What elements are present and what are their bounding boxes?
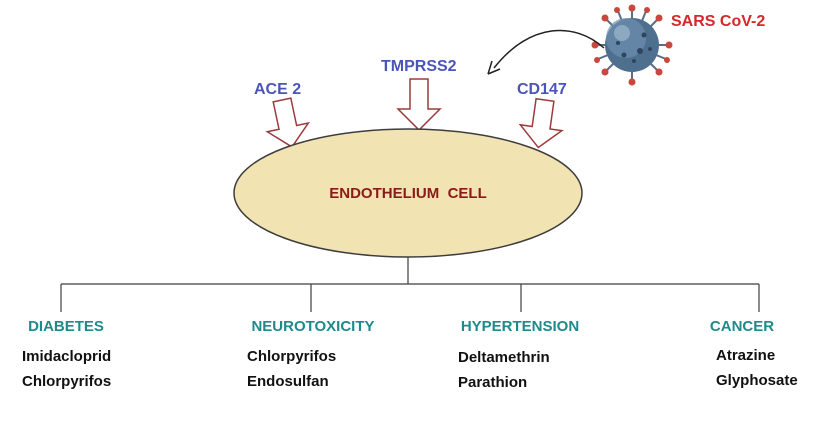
chemical-glyphosate: Glyphosate [716,372,798,389]
chemical-chlorpyrifos-neuro: Chlorpyrifos [247,348,336,365]
receptor-label-tmprss2: TMPRSS2 [381,58,457,75]
virus-entry-arrow [493,29,605,69]
chemical-endosulfan: Endosulfan [247,373,329,390]
receptor-label-cd147: CD147 [517,81,567,98]
chemical-parathion: Parathion [458,374,527,391]
chemical-atrazine: Atrazine [716,347,775,364]
cell-label: ENDOTHELIUM CELL [329,185,487,202]
receptor-label-ace2: ACE 2 [254,81,301,98]
disease-label-cancer: CANCER [710,318,774,335]
chemical-imidacloprid: Imidacloprid [22,348,111,365]
chemical-deltamethrin: Deltamethrin [458,349,550,366]
disease-label-diabetes: DIABETES [28,318,104,335]
disease-label-hypertension: HYPERTENSION [461,318,579,335]
receptor-arrow-ace2 [265,97,311,148]
connector-tree [60,257,760,312]
receptor-arrow-tmprss2 [396,78,442,132]
disease-label-neurotoxicity: NEUROTOXICITY [251,318,374,335]
virus-label: SARS CoV-2 [671,13,765,30]
chemical-chlorpyrifos-diabetes: Chlorpyrifos [22,373,111,390]
coronavirus-icon [591,4,673,86]
receptor-arrow-cd147 [518,97,564,149]
virus-entry-arrowhead [487,60,501,75]
